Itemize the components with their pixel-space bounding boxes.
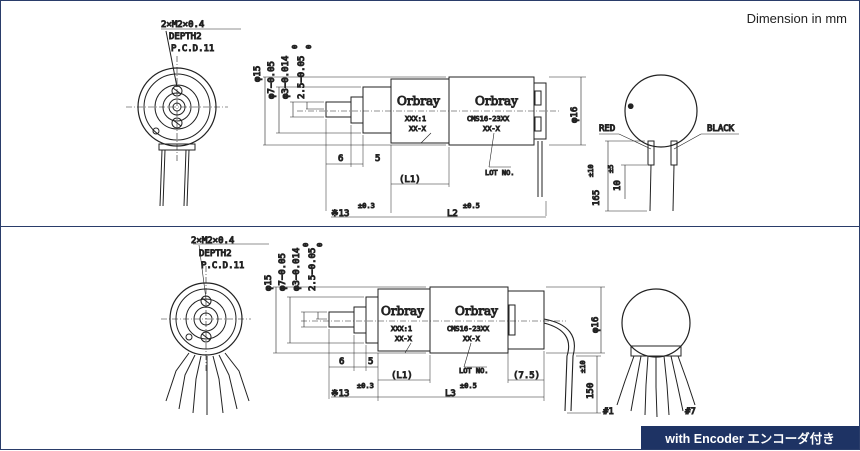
top-mount-note-2: DEPTH2 (169, 32, 202, 42)
top-zero-2: 0 (305, 45, 313, 49)
top-lead-black: BLACK (707, 124, 735, 134)
top-dia-25: 2.5−0.05 (297, 56, 307, 99)
top-dim-10: 10 (613, 180, 623, 191)
bottom-dim-l3: L3 (445, 389, 456, 399)
bottom-dim-6: 6 (339, 357, 344, 367)
bottom-mount-note-2: DEPTH2 (199, 249, 232, 259)
bottom-side-view (273, 286, 605, 414)
bottom-motor-model: CMS16-23XX (447, 325, 490, 333)
top-gear-ratio: XXX:1 (405, 115, 426, 123)
top-dim-l2-tol: ±0.5 (463, 202, 480, 210)
top-side-view (263, 76, 586, 218)
bottom-dia-15: φ15 (264, 275, 274, 291)
bottom-dim-150-tol: ±10 (579, 360, 587, 373)
top-dim-13: ※13 (331, 209, 349, 219)
encoder-badge: with Encoder エンコーダ付き (641, 426, 859, 449)
top-dim-165: 165 (592, 190, 602, 206)
top-brand-motor: Orbray (475, 94, 518, 108)
bottom-mount-note-3: P.C.D.11 (201, 261, 244, 271)
bottom-brand-gear: Orbray (381, 304, 424, 318)
bottom-dia-25: 2.5−0.05 (308, 248, 318, 291)
top-motor-model: CMS16-23XX (467, 115, 510, 123)
bottom-dim-13: ※13 (331, 389, 349, 399)
bottom-gear-ratio: XXX:1 (391, 325, 412, 333)
bottom-dia-3: φ3−0.014 (292, 248, 302, 291)
bottom-pin-1: #1 (603, 407, 614, 417)
bottom-dim-13-tol: ±0.3 (357, 382, 374, 390)
top-dia-7: φ7−0.05 (267, 61, 277, 99)
top-gear-code: XX-X (409, 125, 427, 133)
top-plus-mark: ⊕ (628, 102, 633, 112)
bottom-brand-motor: Orbray (455, 304, 498, 318)
bottom-motor-code: XX-X (463, 335, 481, 343)
bottom-dim-l3-tol: ±0.5 (460, 382, 477, 390)
bottom-zero-2: 0 (316, 243, 324, 247)
top-dim-165-tol: ±10 (587, 164, 595, 177)
top-front-view (126, 28, 241, 207)
top-dim-10-tol: ±5 (607, 165, 615, 173)
top-dia-16: φ16 (570, 107, 580, 123)
bottom-rear-view (616, 288, 696, 418)
unit-note: Dimension in mm (746, 11, 847, 26)
bottom-dim-75: (7.5) (513, 371, 540, 381)
bottom-dim-5: 5 (368, 357, 373, 367)
bottom-dia-7: φ7−0.05 (278, 253, 288, 291)
bottom-dia-16: φ16 (591, 317, 601, 333)
top-dia-15: φ15 (253, 66, 263, 82)
top-mount-note-1: 2×M2×0.4 (161, 20, 204, 30)
bottom-lot-no: LOT NO. (459, 367, 489, 375)
top-dia-3: φ3−0.014 (281, 56, 291, 99)
bottom-front-view (161, 243, 269, 415)
top-dim-l2: L2 (447, 209, 458, 219)
bottom-dim-150: 150 (586, 383, 596, 399)
bottom-pin-7: #7 (685, 407, 696, 417)
top-mount-note-3: P.C.D.11 (171, 44, 214, 54)
top-brand-gear: Orbray (397, 94, 440, 108)
section-divider (1, 226, 860, 227)
top-rear-view (599, 74, 739, 212)
top-lot-no: LOT NO. (485, 169, 515, 177)
bottom-gear-code: XX-X (395, 335, 413, 343)
top-dim-5: 5 (375, 154, 380, 164)
top-zero-1: 0 (291, 45, 299, 49)
top-dim-l1: (L1) (399, 175, 421, 185)
top-dim-13-tol: ±0.3 (358, 202, 375, 210)
bottom-dim-l1: (L1) (391, 371, 413, 381)
bottom-zero-1: 0 (302, 243, 310, 247)
bottom-mount-note-1: 2×M2×0.4 (191, 236, 234, 246)
top-dim-6: 6 (338, 154, 343, 164)
top-lead-red: RED (599, 124, 615, 134)
top-motor-code: XX-X (483, 125, 501, 133)
